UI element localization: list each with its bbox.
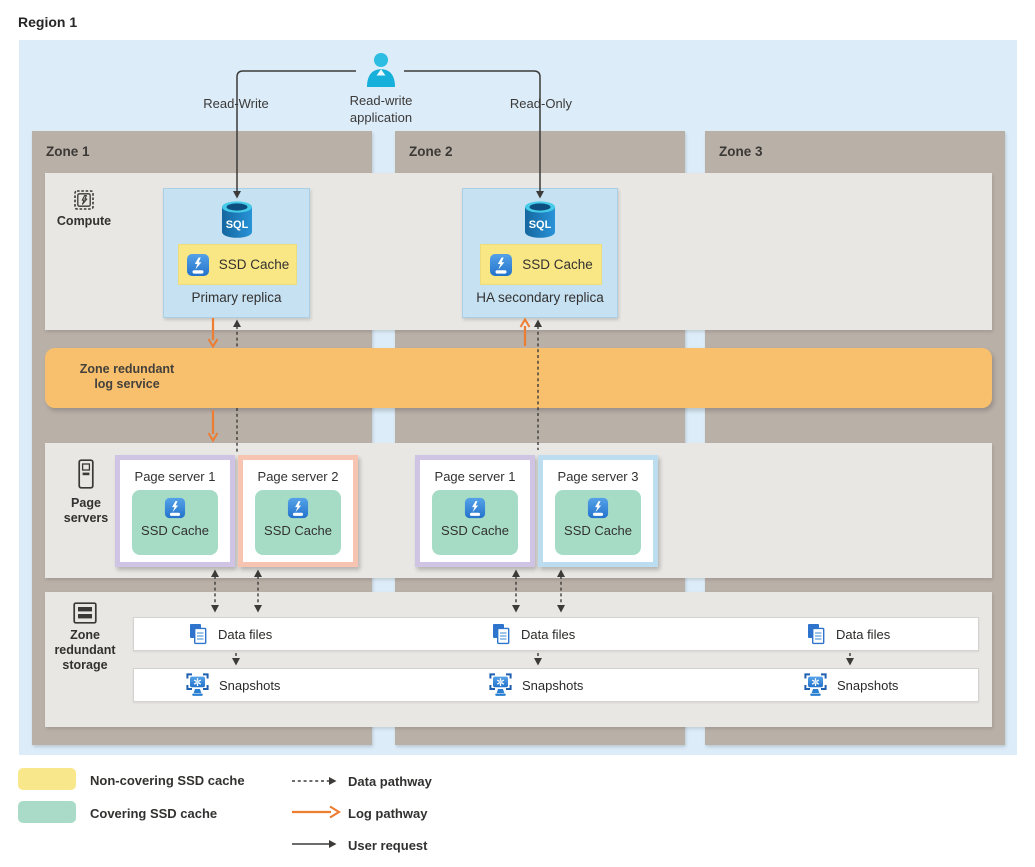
ha-ssd-cache: SSD Cache	[480, 244, 602, 285]
snapshot-icon	[804, 672, 827, 696]
server-tower-icon	[78, 459, 94, 489]
page-server-box-z2-1: Page server 1 SSD Cache	[415, 455, 535, 567]
compute-row-label: Compute	[56, 214, 112, 228]
data-files-item-z2: Data files	[491, 617, 575, 651]
zone-1-label: Zone 1	[46, 144, 90, 159]
snapshots-item-z2: Snapshots	[489, 668, 583, 702]
ssd-disk-icon	[464, 497, 486, 519]
ha-replica-label: HA secondary replica	[476, 290, 604, 305]
person-icon	[367, 53, 395, 87]
svg-text:SQL: SQL	[226, 219, 249, 231]
storage-band	[45, 592, 992, 727]
sql-database-icon: SQL	[222, 201, 252, 238]
data-files-item-z3: Data files	[806, 617, 890, 651]
legend-user-request-label: User request	[348, 838, 428, 853]
data-files-icon	[493, 624, 510, 645]
legend-data-pathway-label: Data pathway	[348, 774, 432, 789]
ssd-disk-icon	[186, 253, 209, 276]
snapshot-icon	[186, 672, 209, 696]
storage-stack-icon	[73, 602, 97, 624]
snapshots-item-z3: Snapshots	[804, 668, 898, 702]
page-server-box-z1-2: Page server 2 SSD Cache	[238, 455, 358, 567]
read-only-label: Read-Only	[509, 96, 573, 111]
legend-non-covering-label: Non-covering SSD cache	[90, 773, 245, 788]
snapshots-item-z1: Snapshots	[186, 668, 280, 702]
page-server-box-z1-1: Page server 1 SSD Cache	[115, 455, 235, 567]
primary-ssd-cache: SSD Cache	[178, 244, 297, 285]
ssd-disk-icon	[164, 497, 186, 519]
zone-2-label: Zone 2	[409, 144, 453, 159]
covering-ssd-cache: SSD Cache	[432, 490, 518, 555]
svg-text:SQL: SQL	[529, 219, 552, 231]
data-files-row	[133, 617, 979, 651]
covering-ssd-cache: SSD Cache	[132, 490, 218, 555]
data-pathway-arrow	[292, 777, 337, 785]
data-files-icon	[190, 624, 207, 645]
user-request-arrow	[292, 840, 337, 848]
region-title: Region 1	[18, 14, 78, 30]
primary-replica-box: SQL SSD Cache Primary replica	[163, 188, 310, 318]
data-files-icon	[808, 624, 825, 645]
data-files-item-z1: Data files	[188, 617, 272, 651]
legend-log-pathway-label: Log pathway	[348, 806, 428, 821]
ssd-disk-icon	[490, 253, 513, 276]
legend-non-covering-swatch	[18, 768, 76, 790]
log-pathway-arrow	[292, 805, 342, 819]
covering-ssd-cache: SSD Cache	[255, 490, 341, 555]
chip-compute-icon	[74, 190, 94, 210]
read-write-label: Read-Write	[203, 96, 269, 111]
page-server-box-z2-3: Page server 3 SSD Cache	[538, 455, 658, 567]
ssd-disk-icon	[587, 497, 609, 519]
ha-secondary-replica-box: SQL SSD Cache HA secondary replica	[462, 188, 618, 318]
ssd-disk-icon	[287, 497, 309, 519]
snapshots-row	[133, 668, 979, 702]
legend-covering-swatch	[18, 801, 76, 823]
sql-database-icon: SQL	[525, 201, 555, 238]
legend-covering-label: Covering SSD cache	[90, 806, 218, 821]
primary-replica-label: Primary replica	[191, 290, 282, 305]
zone-3-label: Zone 3	[719, 144, 763, 159]
snapshot-icon	[489, 672, 512, 696]
covering-ssd-cache: SSD Cache	[555, 490, 641, 555]
